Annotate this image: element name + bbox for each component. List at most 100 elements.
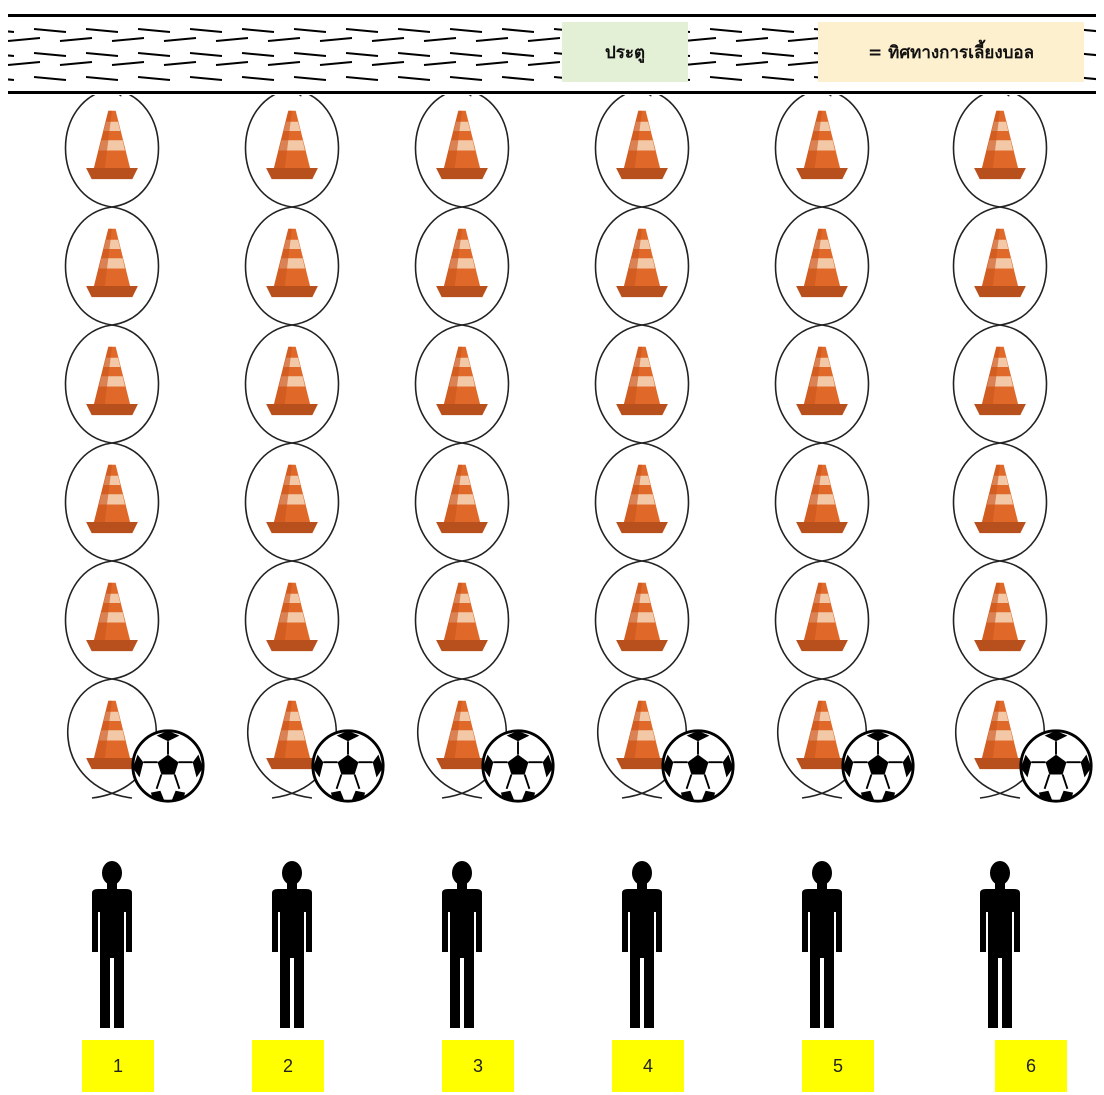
goal-net-line [111, 37, 145, 42]
goal-net-line [709, 52, 743, 57]
traffic-cone-icon [86, 464, 138, 534]
traffic-cone-icon [796, 582, 848, 652]
goal-net-line [449, 76, 483, 81]
player-silhouette-icon [802, 861, 842, 1028]
goal-net-line [85, 52, 119, 57]
traffic-cone-icon [86, 700, 138, 770]
traffic-cone-icon [616, 110, 668, 180]
soccer-ball-icon [131, 729, 205, 803]
dribble-direction-legend-text: = ทิศทางการเลี้ยงบอล [867, 42, 1035, 63]
goal-net-line [137, 76, 171, 81]
traffic-cone-icon [86, 346, 138, 416]
lane-number-label: 4 [612, 1040, 684, 1092]
traffic-cone-icon [974, 464, 1026, 534]
traffic-cone-icon [266, 228, 318, 298]
lane-number-text: 5 [832, 1055, 843, 1076]
goal-net-line [241, 52, 275, 57]
goal-net-line [709, 76, 743, 81]
lane-number-text: 3 [472, 1055, 483, 1076]
dribble-path [244, 95, 340, 799]
dribble-path [64, 95, 160, 799]
lane-1 [64, 95, 205, 1028]
traffic-cone-icon [616, 346, 668, 416]
player-silhouette-icon [442, 861, 482, 1028]
traffic-cone-icon [86, 582, 138, 652]
traffic-cone-icon [974, 228, 1026, 298]
goal-net-line [735, 61, 769, 66]
goal-net-line [8, 54, 15, 57]
player-silhouette-icon [622, 861, 662, 1028]
lane-number-label: 2 [252, 1040, 324, 1092]
goal-net-line [475, 37, 509, 42]
goal-net-line [8, 61, 41, 66]
soccer-ball-icon [661, 729, 735, 803]
lane-number-label: 6 [995, 1040, 1067, 1092]
goal-net-line [397, 52, 431, 57]
traffic-cone-icon [86, 228, 138, 298]
traffic-cone-icon [616, 464, 668, 534]
traffic-cone-icon [266, 582, 318, 652]
goal-net-line [527, 37, 561, 42]
dribble-path [774, 95, 870, 799]
goal-net-line [397, 76, 431, 81]
soccer-ball-icon [311, 729, 385, 803]
goal-net-line [267, 37, 301, 42]
goal-net-line [761, 76, 795, 81]
goal-net-line [787, 61, 821, 66]
lane-4 [594, 95, 735, 1028]
player-silhouette-icon [92, 861, 132, 1028]
traffic-cone-icon [266, 464, 318, 534]
traffic-cone-icon [266, 110, 318, 180]
traffic-cone-icon [436, 464, 488, 534]
goal-net-line [293, 28, 327, 33]
traffic-cone-icon [616, 700, 668, 770]
goal-net-line [241, 28, 275, 33]
goal-net-line [189, 28, 223, 33]
dribble-direction-legend: = ทิศทางการเลี้ยงบอล [818, 22, 1084, 82]
lane-3 [414, 95, 555, 1028]
goal-net-line [423, 61, 457, 66]
traffic-cone-icon [436, 228, 488, 298]
lane-number-label: 1 [82, 1040, 154, 1092]
goal-net-line [527, 61, 561, 66]
goal-net-line [345, 28, 379, 33]
goal-net-line [761, 52, 795, 57]
goal-net-line [33, 28, 67, 33]
goal-net-line [293, 76, 327, 81]
goal-net-line [33, 52, 67, 57]
goal-net-line [163, 37, 197, 42]
goal-net-line [709, 28, 743, 33]
traffic-cone-icon [796, 700, 848, 770]
player-silhouette-icon [272, 861, 312, 1028]
goal-net-line [241, 76, 275, 81]
lane-number-text: 4 [642, 1055, 653, 1076]
goal-net-line [215, 37, 249, 42]
goal-net-line [33, 76, 67, 81]
dribble-path [952, 95, 1048, 799]
goal-net-line [59, 61, 93, 66]
goal-net-line [189, 52, 223, 57]
dribble-path [594, 95, 690, 799]
player-silhouette-icon [980, 861, 1020, 1028]
traffic-cone-icon [974, 110, 1026, 180]
goal-net-line [319, 61, 353, 66]
goal-net-line [85, 28, 119, 33]
goal-net-line [189, 76, 223, 81]
dribble-path [414, 95, 510, 799]
goal-net-line [449, 52, 483, 57]
dribbling-field [64, 95, 1093, 1028]
goal-net-line [371, 37, 405, 42]
goal-net-line [449, 28, 483, 33]
traffic-cone-icon [974, 582, 1026, 652]
goal-net-line [267, 61, 301, 66]
goal-net-line [475, 61, 509, 66]
goal-net-line [501, 28, 535, 33]
traffic-cone-icon [436, 110, 488, 180]
goal-net-line [683, 61, 717, 66]
goal-net-line [345, 76, 379, 81]
goal-net-line [683, 37, 717, 42]
traffic-cone-icon [974, 346, 1026, 416]
lane-2 [244, 95, 385, 1028]
goal-net-line [293, 52, 327, 57]
goal-net-line [163, 61, 197, 66]
